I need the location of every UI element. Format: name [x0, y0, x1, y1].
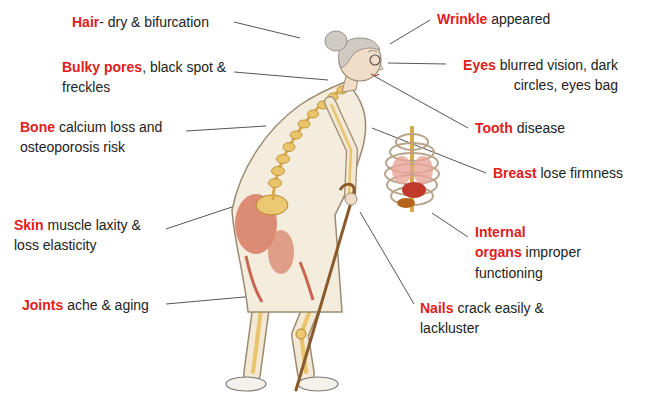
elderly-woman-part [379, 64, 383, 70]
part-name: Wrinkle [437, 11, 487, 27]
elderly-woman-part [300, 262, 313, 300]
elderly-woman-part [226, 377, 266, 391]
part-description: disease [517, 120, 565, 136]
elderly-woman-part [331, 104, 351, 194]
elderly-woman-part-part [283, 143, 295, 152]
elderly-woman-part-part [269, 179, 282, 188]
elderly-woman-part [371, 74, 379, 76]
part-name: Hair [72, 14, 99, 30]
ribcage-inset-part [397, 198, 415, 208]
elderly-woman-part [340, 184, 354, 192]
leader-lines-part [388, 63, 446, 64]
leader-lines-part [360, 212, 414, 304]
elderly-woman-part [345, 193, 357, 205]
elderly-woman-part-part [277, 155, 290, 164]
part-name: Bulky pores [62, 59, 142, 75]
part-name: Joints [22, 297, 63, 313]
callout-label: Skinmuscle laxity & loss elasticity [14, 215, 164, 256]
part-name: Bone [20, 119, 55, 135]
callout-label: Jointsache & aging [22, 295, 149, 315]
elderly-woman-part [298, 377, 338, 391]
callout-label: Bonecalcium loss and osteoporosis risk [20, 117, 185, 158]
elderly-woman-part [370, 55, 380, 65]
elderly-woman-part [330, 102, 352, 196]
leader-lines-part [186, 126, 266, 131]
leader-lines-part [166, 205, 238, 229]
callout-label: Bulky pores, black spot & freckles [62, 57, 230, 98]
part-description: ache & aging [67, 297, 149, 313]
ribcage-inset-part [413, 156, 433, 184]
callout-label: Wrinkleappeared [437, 9, 550, 29]
elderly-woman-part [268, 230, 294, 274]
part-name: Nails [420, 300, 453, 316]
elderly-woman-part [330, 102, 352, 196]
callout-label: Toothdisease [475, 118, 565, 138]
leader-lines-part [390, 20, 430, 44]
elderly-woman-part-part [308, 110, 319, 118]
ribcage-inset [385, 126, 439, 212]
elderly-woman-part [296, 192, 354, 390]
elderly-woman-part [368, 51, 377, 53]
elderly-woman-part [246, 256, 262, 302]
elderly-woman-part [232, 82, 366, 312]
part-name: Skin [14, 217, 44, 233]
part-name: Breast [493, 165, 537, 181]
callout-label: Breastlose firmness [493, 163, 623, 183]
leader-lines-part [234, 72, 328, 80]
leader-lines-part [374, 76, 468, 128]
callout-label: Eyesblurred vision, dark circles, eyes b… [450, 55, 618, 96]
elderly-woman [226, 31, 383, 391]
callout-label: Hair- dry & bifurcation [72, 12, 209, 32]
part-description: blurred vision, dark circles, eyes bag [500, 57, 618, 93]
part-name: Internal organs [475, 224, 526, 260]
part-description: lose firmness [541, 165, 623, 181]
elderly-woman-part-part [272, 167, 285, 176]
part-description: - dry & bifurcation [99, 14, 209, 30]
part-description: appeared [491, 11, 550, 27]
callout-label: Internal organsimproper functioning [475, 222, 620, 283]
part-name: Tooth [475, 120, 513, 136]
elderly-woman-part-part [290, 131, 302, 139]
ribcage-inset-part [385, 134, 439, 205]
callout-label: Nailscrack easily & lackluster [420, 298, 570, 339]
ribcage-inset-part [402, 182, 426, 198]
leader-lines-part [234, 22, 300, 38]
leader-lines-part [432, 213, 468, 237]
elderly-woman-part-part [298, 120, 310, 128]
elderly-woman-part [325, 31, 347, 51]
ribcage-inset-part [392, 156, 412, 184]
elderly-woman-part [296, 329, 306, 339]
part-name: Eyes [463, 57, 496, 73]
